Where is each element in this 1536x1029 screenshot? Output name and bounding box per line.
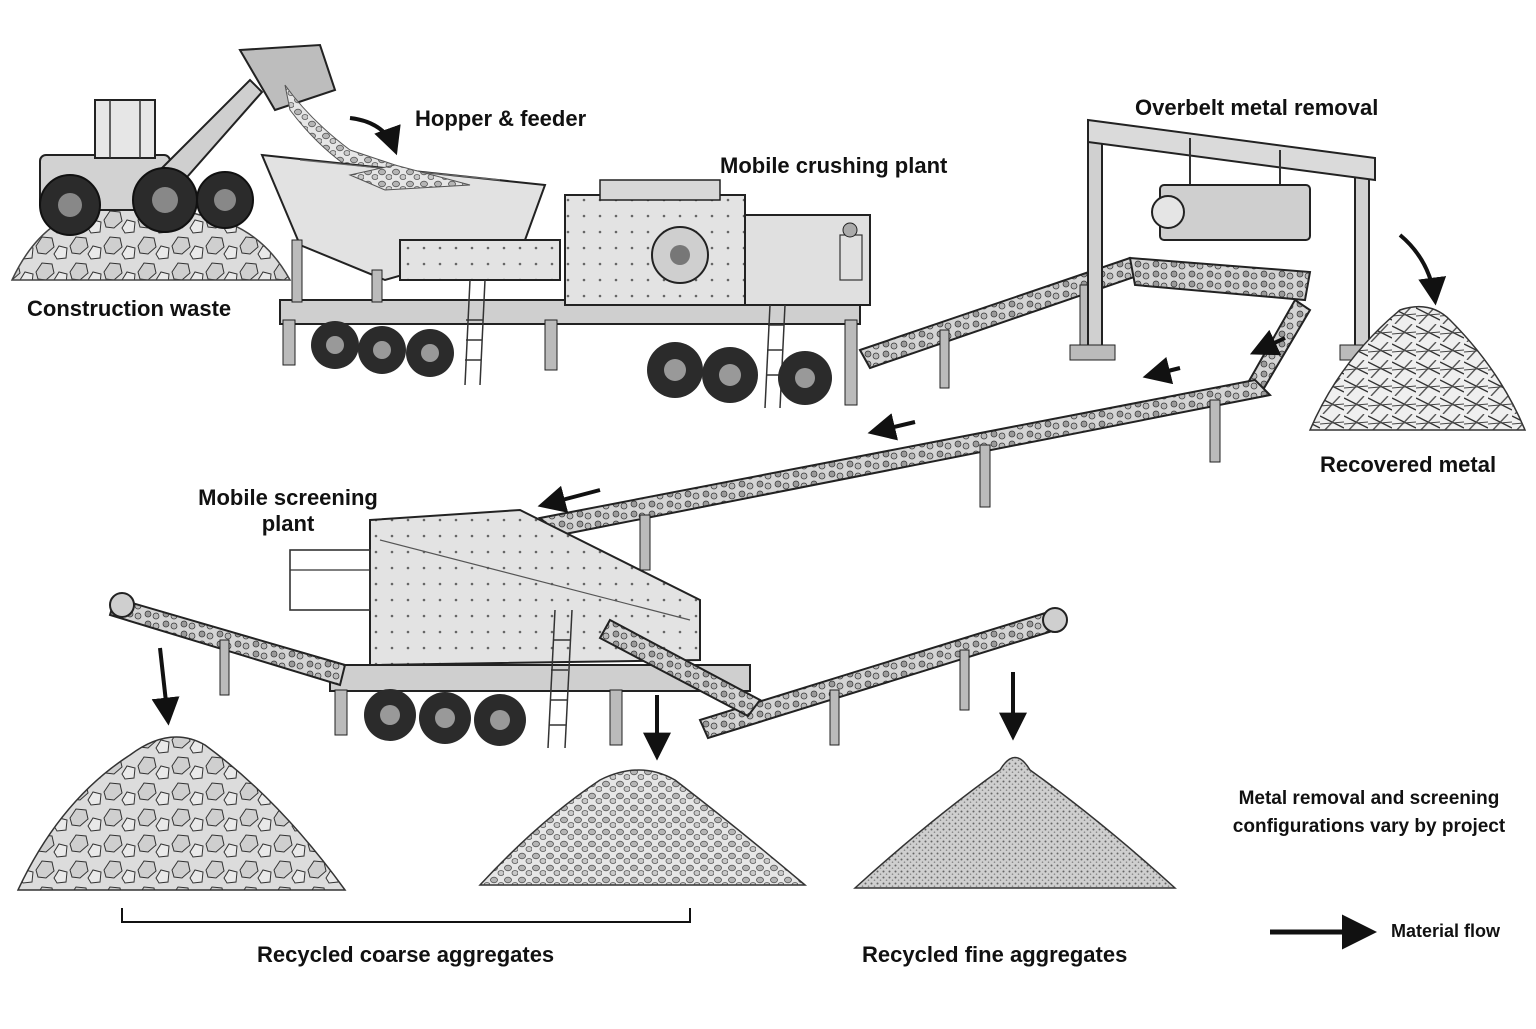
- flow-arrow-to-hopper: [349, 116, 401, 156]
- fine-aggregate-pile: [853, 756, 1177, 889]
- flow-arrow-to-coarse-pile: [151, 647, 180, 726]
- configuration-note-line2: configurations vary by project: [1232, 816, 1506, 837]
- label-mobile-screening-plant: Mobile screening plant: [188, 485, 388, 537]
- label-recycled-fine-aggregates: Recycled fine aggregates: [862, 942, 1128, 967]
- crusher-discharge-conveyor: [858, 256, 1312, 389]
- configuration-note-line1: Metal removal and screening: [1238, 788, 1500, 809]
- flow-arrow-transfer-3: [867, 413, 916, 441]
- fine-product-conveyor: [698, 607, 1068, 746]
- label-mobile-screening-plant-line1: Mobile screening: [198, 485, 378, 510]
- wheel-loader: [39, 43, 337, 236]
- flow-arrows: [151, 116, 1447, 761]
- middle-product-conveyor: [598, 618, 762, 718]
- crusher-trailer-wheels: [311, 321, 832, 405]
- coarse-aggregate-pile-large: [16, 736, 347, 891]
- label-recovered-metal: Recovered metal: [1320, 452, 1497, 477]
- configuration-note: Metal removal and screening configuratio…: [1214, 785, 1524, 841]
- label-mobile-crushing-plant: Mobile crushing plant: [720, 153, 948, 178]
- mobile-screening-plant: [289, 508, 751, 749]
- recovered-metal-pile: [1308, 305, 1527, 431]
- legend-material-flow-label: Material flow: [1391, 921, 1501, 941]
- label-hopper-feeder: Hopper & feeder: [415, 106, 587, 131]
- flow-arrow-to-metal-pile: [1398, 233, 1447, 306]
- label-mobile-screening-plant-line2: plant: [261, 511, 315, 536]
- coarse-product-conveyor: [108, 592, 347, 696]
- flow-arrow-transfer-2: [1142, 356, 1181, 385]
- coarse-aggregates-bracket: [121, 908, 691, 923]
- label-construction-waste: Construction waste: [27, 296, 232, 321]
- mobile-crushing-plant: [260, 153, 871, 409]
- coarse-aggregate-pile-medium: [478, 769, 808, 886]
- overbelt-magnet-gantry: [1069, 118, 1386, 361]
- label-overbelt-metal-removal: Overbelt metal removal: [1135, 95, 1379, 120]
- flow-arrow-transfer-1: [1249, 329, 1286, 356]
- label-recycled-coarse-aggregates: Recycled coarse aggregates: [257, 942, 555, 967]
- flow-arrow-to-screen: [537, 485, 601, 513]
